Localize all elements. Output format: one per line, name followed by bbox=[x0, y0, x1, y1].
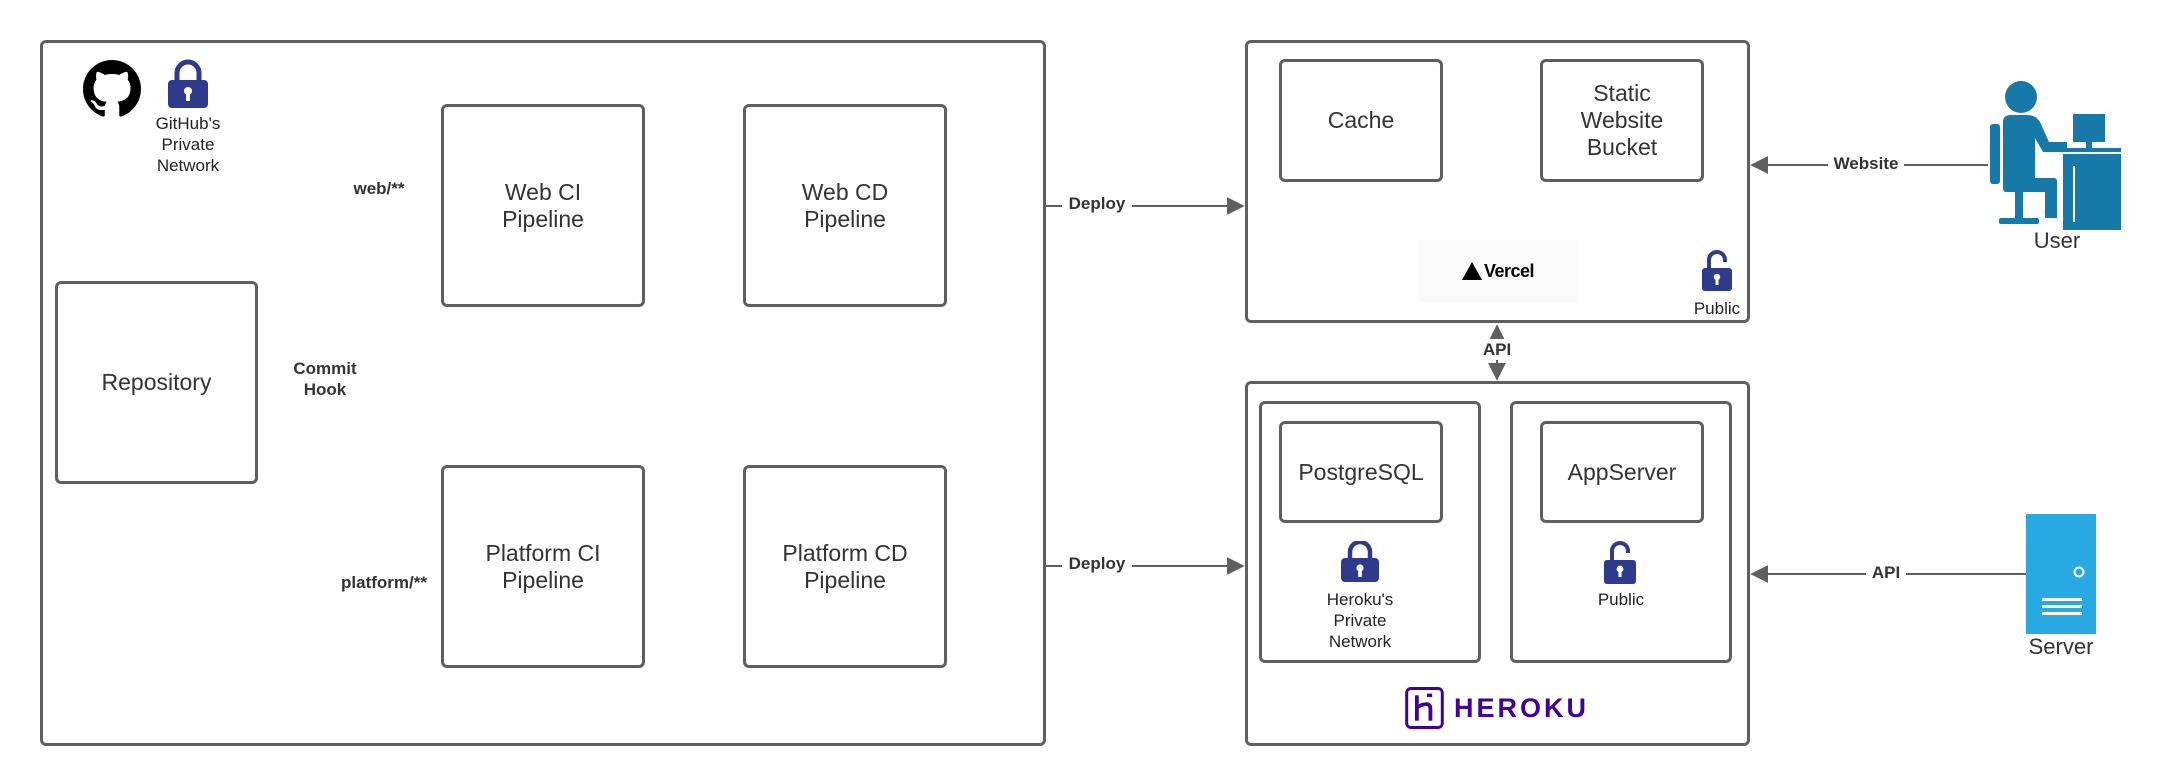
platform-branch-label: platform/** bbox=[333, 572, 435, 593]
heroku-icon bbox=[1405, 687, 1444, 729]
heroku-logo-text: HEROKU bbox=[1453, 692, 1589, 723]
postgresql-node[interactable]: PostgreSQL bbox=[1279, 421, 1443, 523]
web-cd-pipeline-node[interactable]: Web CD Pipeline bbox=[743, 104, 947, 307]
repository-node[interactable]: Repository bbox=[55, 281, 258, 484]
heroku-logo: HEROKU bbox=[1405, 683, 1589, 733]
api-server-label: API bbox=[1866, 562, 1906, 583]
commit-hook-label: Commit Hook bbox=[287, 358, 363, 400]
server-label: Server bbox=[2028, 634, 2094, 659]
platform-cd-pipeline-node[interactable]: Platform CD Pipeline bbox=[743, 465, 947, 668]
vercel-triangle-icon bbox=[1461, 262, 1482, 280]
cache-node[interactable]: Cache bbox=[1279, 59, 1443, 182]
web-branch-label: web/** bbox=[340, 178, 418, 199]
appserver-access-caption: Public bbox=[1597, 590, 1645, 609]
postgres-access-caption: Heroku's Private Network bbox=[1326, 590, 1394, 651]
website-label: Website bbox=[1828, 153, 1904, 174]
static-website-bucket-node[interactable]: Static Website Bucket bbox=[1540, 59, 1704, 182]
server-icon[interactable] bbox=[2026, 514, 2096, 634]
deploy-web-label: Deploy bbox=[1062, 193, 1132, 214]
api-vercel-heroku-label: API bbox=[1477, 339, 1517, 360]
appserver-node[interactable]: AppServer bbox=[1540, 421, 1704, 523]
vercel-logo: Vercel bbox=[1419, 240, 1577, 302]
web-ci-pipeline-node[interactable]: Web CI Pipeline bbox=[441, 104, 645, 307]
github-network-caption: GitHub's Private Network bbox=[155, 114, 221, 175]
lock-open-icon bbox=[1603, 541, 1637, 585]
vercel-logo-text: Vercel bbox=[1483, 260, 1535, 281]
user-at-desk-icon[interactable] bbox=[1989, 80, 2121, 232]
github-icon bbox=[83, 60, 141, 118]
deploy-platform-label: Deploy bbox=[1062, 553, 1132, 574]
user-label: User bbox=[2033, 228, 2081, 253]
vercel-access-caption: Public bbox=[1693, 299, 1741, 318]
lock-closed-icon bbox=[1339, 539, 1381, 583]
platform-ci-pipeline-node[interactable]: Platform CI Pipeline bbox=[441, 465, 645, 668]
lock-closed-icon bbox=[166, 59, 210, 109]
lock-open-icon bbox=[1701, 250, 1733, 292]
